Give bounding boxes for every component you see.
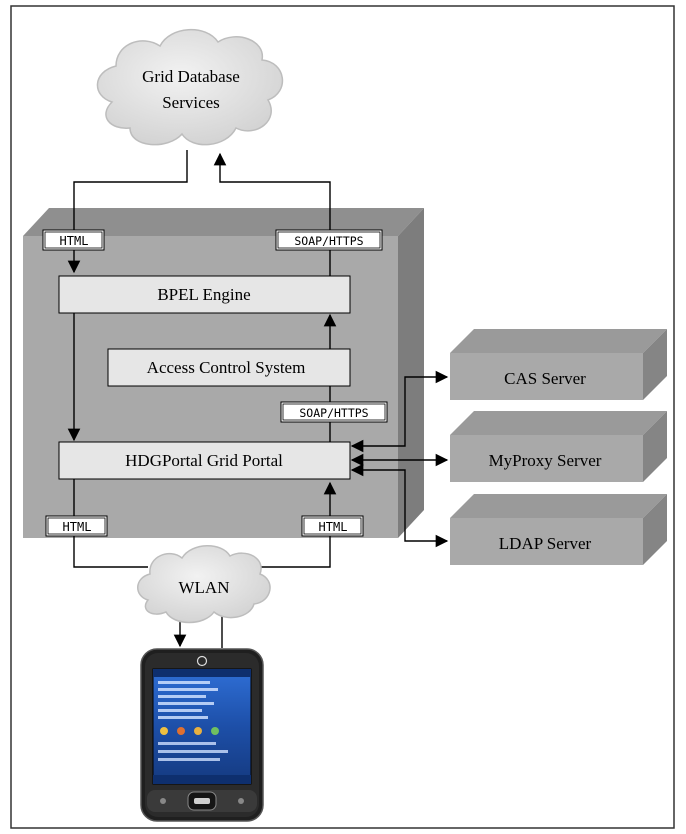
pda-device — [140, 648, 264, 822]
hdgportal-label: HDGPortal Grid Portal — [125, 451, 283, 470]
cas-server-label: CAS Server — [504, 369, 586, 388]
cloud-top-line2: Services — [162, 93, 220, 112]
line-portal-ldap — [350, 463, 449, 548]
svg-text:SOAP/HTTPS: SOAP/HTTPS — [299, 406, 368, 420]
line-wlan-to-portal — [258, 481, 337, 568]
svg-text:HTML: HTML — [60, 234, 89, 248]
device-screen — [152, 668, 252, 785]
svg-text:SOAP/HTTPS: SOAP/HTTPS — [294, 234, 363, 248]
bpel-engine-label: BPEL Engine — [157, 285, 250, 304]
line-bpel-to-cloud — [213, 152, 331, 276]
bpel-engine-box: BPEL Engine — [58, 275, 351, 314]
cas-server: CAS Server — [450, 329, 667, 400]
cloud-top-line1: Grid Database — [142, 67, 240, 86]
cloud-grid-database: Grid Database Services — [96, 28, 284, 146]
wlan-label: WLAN — [179, 578, 230, 597]
hdgportal-box: HDGPortal Grid Portal — [58, 441, 351, 480]
tag-html-bottom-left: HTML — [45, 515, 108, 537]
tag-soap-top: SOAP/HTTPS — [275, 229, 383, 251]
line-portal-to-wlan — [73, 479, 148, 568]
line-portal-cas — [350, 370, 449, 453]
hp-logo-icon — [196, 655, 208, 667]
myproxy-server-label: MyProxy Server — [489, 451, 602, 470]
access-control-box: Access Control System — [107, 348, 351, 387]
cloud-wlan: WLAN — [137, 545, 271, 624]
tag-html-top: HTML — [42, 229, 105, 251]
tag-soap-mid: SOAP/HTTPS — [280, 401, 388, 423]
ldap-server-label: LDAP Server — [499, 534, 592, 553]
myproxy-server: MyProxy Server — [450, 411, 667, 482]
svg-text:HTML: HTML — [63, 520, 92, 534]
tag-html-bottom-right: HTML — [301, 515, 364, 537]
ldap-server: LDAP Server — [450, 494, 667, 565]
access-control-label: Access Control System — [147, 358, 306, 377]
line-cloud-to-bpel — [67, 150, 188, 274]
svg-text:HTML: HTML — [319, 520, 348, 534]
